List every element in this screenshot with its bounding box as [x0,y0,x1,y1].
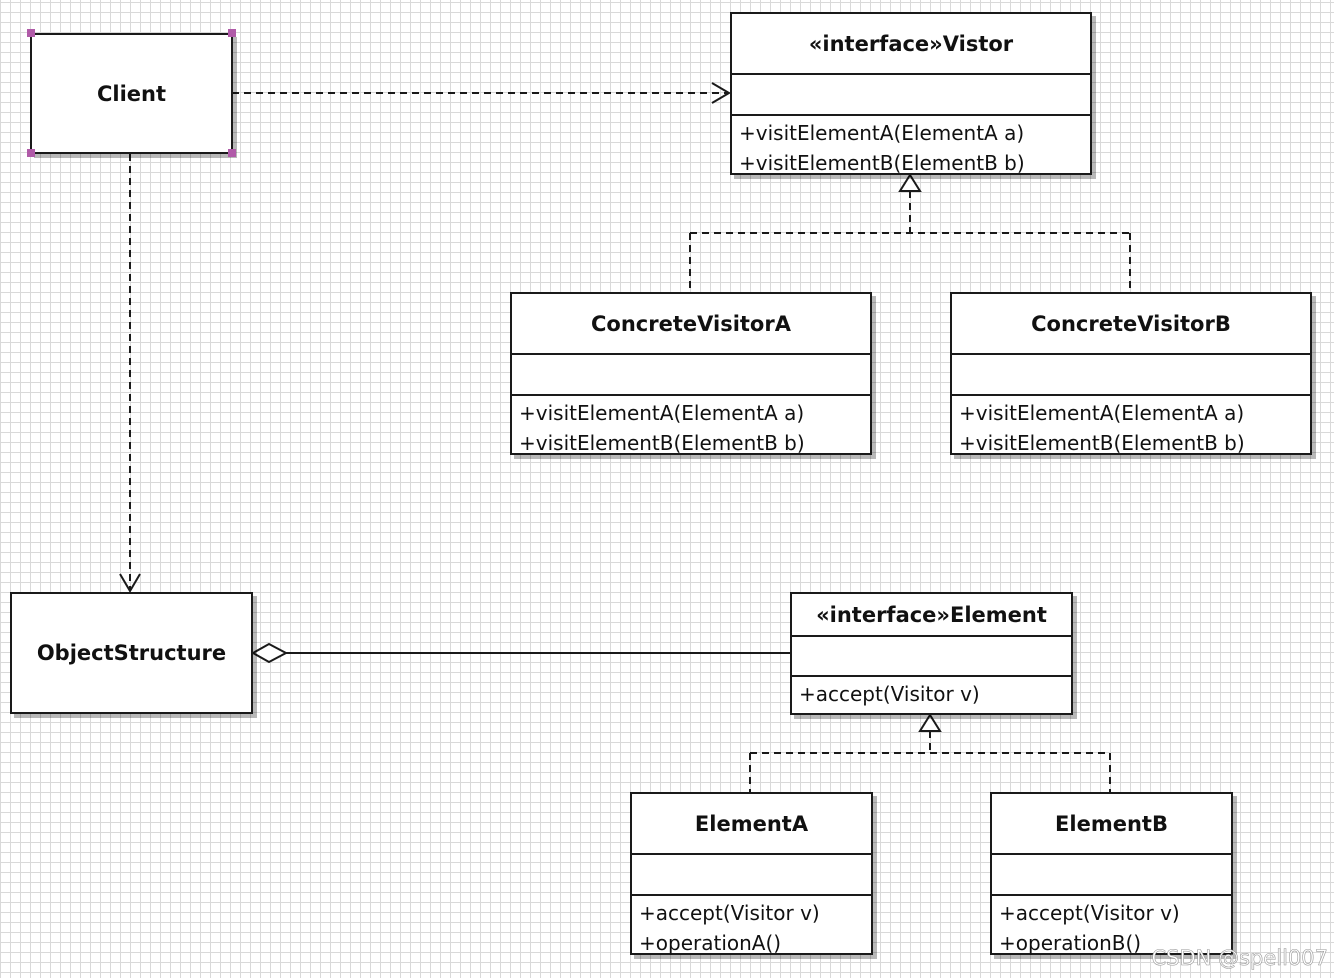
class-concrete-visitor-b-operations: +visitElementA(ElementA a) +visitElement… [952,396,1310,458]
operation: +accept(Visitor v) [999,901,1180,925]
operation: +accept(Visitor v) [799,682,980,706]
class-element-name: «interface»Element [792,594,1071,637]
operation: +visitElementB(ElementB b) [959,431,1245,455]
aggregation-diamond [250,642,289,664]
operation: +visitElementA(ElementA a) [959,401,1245,425]
class-element-b-operations: +accept(Visitor v) +operationB() [992,896,1231,958]
class-concrete-visitor-a-name: ConcreteVisitorA [512,294,870,355]
selection-handle-bottom-left[interactable] [27,149,35,157]
operation: +operationB() [999,931,1142,955]
class-element-a-operations: +accept(Visitor v) +operationA() [632,896,871,958]
class-concrete-visitor-a-attributes [512,355,870,396]
operation: +visitElementB(ElementB b) [519,431,805,455]
class-concrete-visitor-b-attributes [952,355,1310,396]
class-client-name: Client [96,81,167,106]
class-element-a[interactable]: ElementA +accept(Visitor v) +operationA(… [630,792,873,955]
class-object-structure[interactable]: ObjectStructure [10,592,253,714]
class-concrete-visitor-b-name: ConcreteVisitorB [952,294,1310,355]
class-element-b-attributes [992,855,1231,896]
client-structure-arrowhead [119,573,141,593]
class-element-a-name: ElementA [632,794,871,855]
selection-handle-bottom-right[interactable] [228,149,236,157]
element-realization-triangle [918,713,942,732]
class-concrete-visitor-a[interactable]: ConcreteVisitorA +visitElementA(ElementA… [510,292,872,455]
operation: +accept(Visitor v) [639,901,820,925]
selection-handle-top-right[interactable] [228,29,236,37]
operation: +visitElementA(ElementA a) [739,121,1025,145]
class-element-operations: +accept(Visitor v) [792,677,1071,709]
class-element-attributes [792,637,1071,677]
operation: +operationA() [639,931,782,955]
class-client[interactable]: Client [30,33,233,154]
class-concrete-visitor-b[interactable]: ConcreteVisitorB +visitElementA(ElementA… [950,292,1312,455]
class-object-structure-name: ObjectStructure [36,641,227,665]
class-concrete-visitor-a-operations: +visitElementA(ElementA a) +visitElement… [512,396,870,458]
class-element-b-name: ElementB [992,794,1231,855]
operation: +visitElementA(ElementA a) [519,401,805,425]
class-element-interface[interactable]: «interface»Element +accept(Visitor v) [790,592,1073,715]
class-element-a-attributes [632,855,871,896]
class-element-b[interactable]: ElementB +accept(Visitor v) +operationB(… [990,792,1233,955]
client-visitor-arrowhead [711,82,731,104]
class-visitor-operations: +visitElementA(ElementA a) +visitElement… [732,116,1090,178]
class-visitor-name: «interface»Vistor [732,14,1090,75]
class-visitor-interface[interactable]: «interface»Vistor +visitElementA(Element… [730,12,1092,175]
credit-watermark: CSDN @spell007 [1151,946,1328,971]
class-visitor-attributes [732,75,1090,116]
operation: +visitElementB(ElementB b) [739,151,1025,175]
selection-handle-top-left[interactable] [27,29,35,37]
